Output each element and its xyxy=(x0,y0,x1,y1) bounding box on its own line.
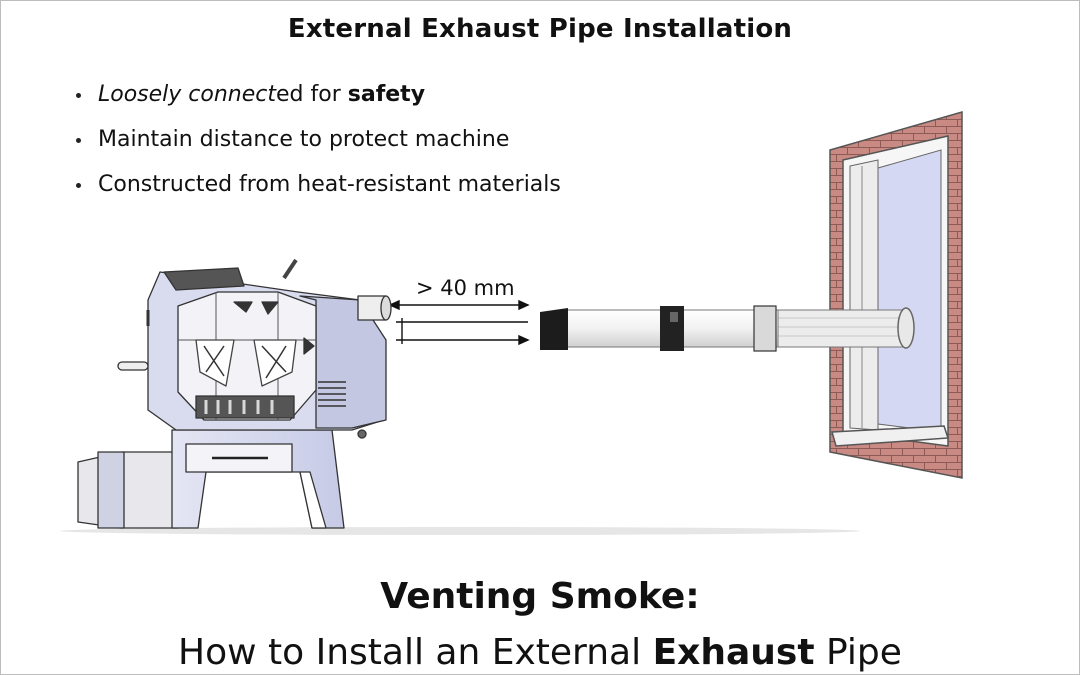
pipe-inlet-cuff xyxy=(540,308,568,350)
feature-bold: safety xyxy=(347,82,426,107)
feature-item: Loosely connected for safety xyxy=(74,76,561,121)
footer-text: How to Install an External xyxy=(178,632,653,673)
pipe-wall-section xyxy=(775,309,907,348)
footer-text: Pipe xyxy=(814,632,902,673)
brick-wall xyxy=(829,111,963,479)
roaster-machine xyxy=(77,258,392,529)
feature-text: Constructed from heat-resistant material… xyxy=(98,172,561,197)
feature-text: ed for xyxy=(276,82,348,107)
hopper xyxy=(163,267,245,291)
page-title: External Exhaust Pipe Installation xyxy=(287,14,793,44)
window-sill xyxy=(831,425,950,447)
footer-subheading: How to Install an External Exhaust Pipe xyxy=(0,632,1080,673)
distance-label: > 40 mm xyxy=(416,276,515,300)
feature-item: Maintain distance to protect machine xyxy=(74,121,561,166)
footer-heading: Venting Smoke: xyxy=(380,576,700,617)
pipe-outlet xyxy=(897,307,915,349)
feature-italic: Loosely connect xyxy=(98,82,276,107)
feature-list: Loosely connected for safety Maintain di… xyxy=(74,76,561,211)
side-handle xyxy=(117,361,149,371)
feature-text: Maintain distance to protect machine xyxy=(98,127,510,152)
window-glass xyxy=(877,149,942,433)
ground-shadow xyxy=(60,527,860,535)
exhaust-pipe xyxy=(540,305,915,352)
feature-item: Constructed from heat-resistant material… xyxy=(74,166,561,211)
distance-dimension xyxy=(388,299,530,346)
drum-front xyxy=(177,291,317,421)
side-bin xyxy=(77,451,179,529)
footer-bold: Exhaust xyxy=(652,632,815,673)
pipe-coupler xyxy=(753,305,777,352)
